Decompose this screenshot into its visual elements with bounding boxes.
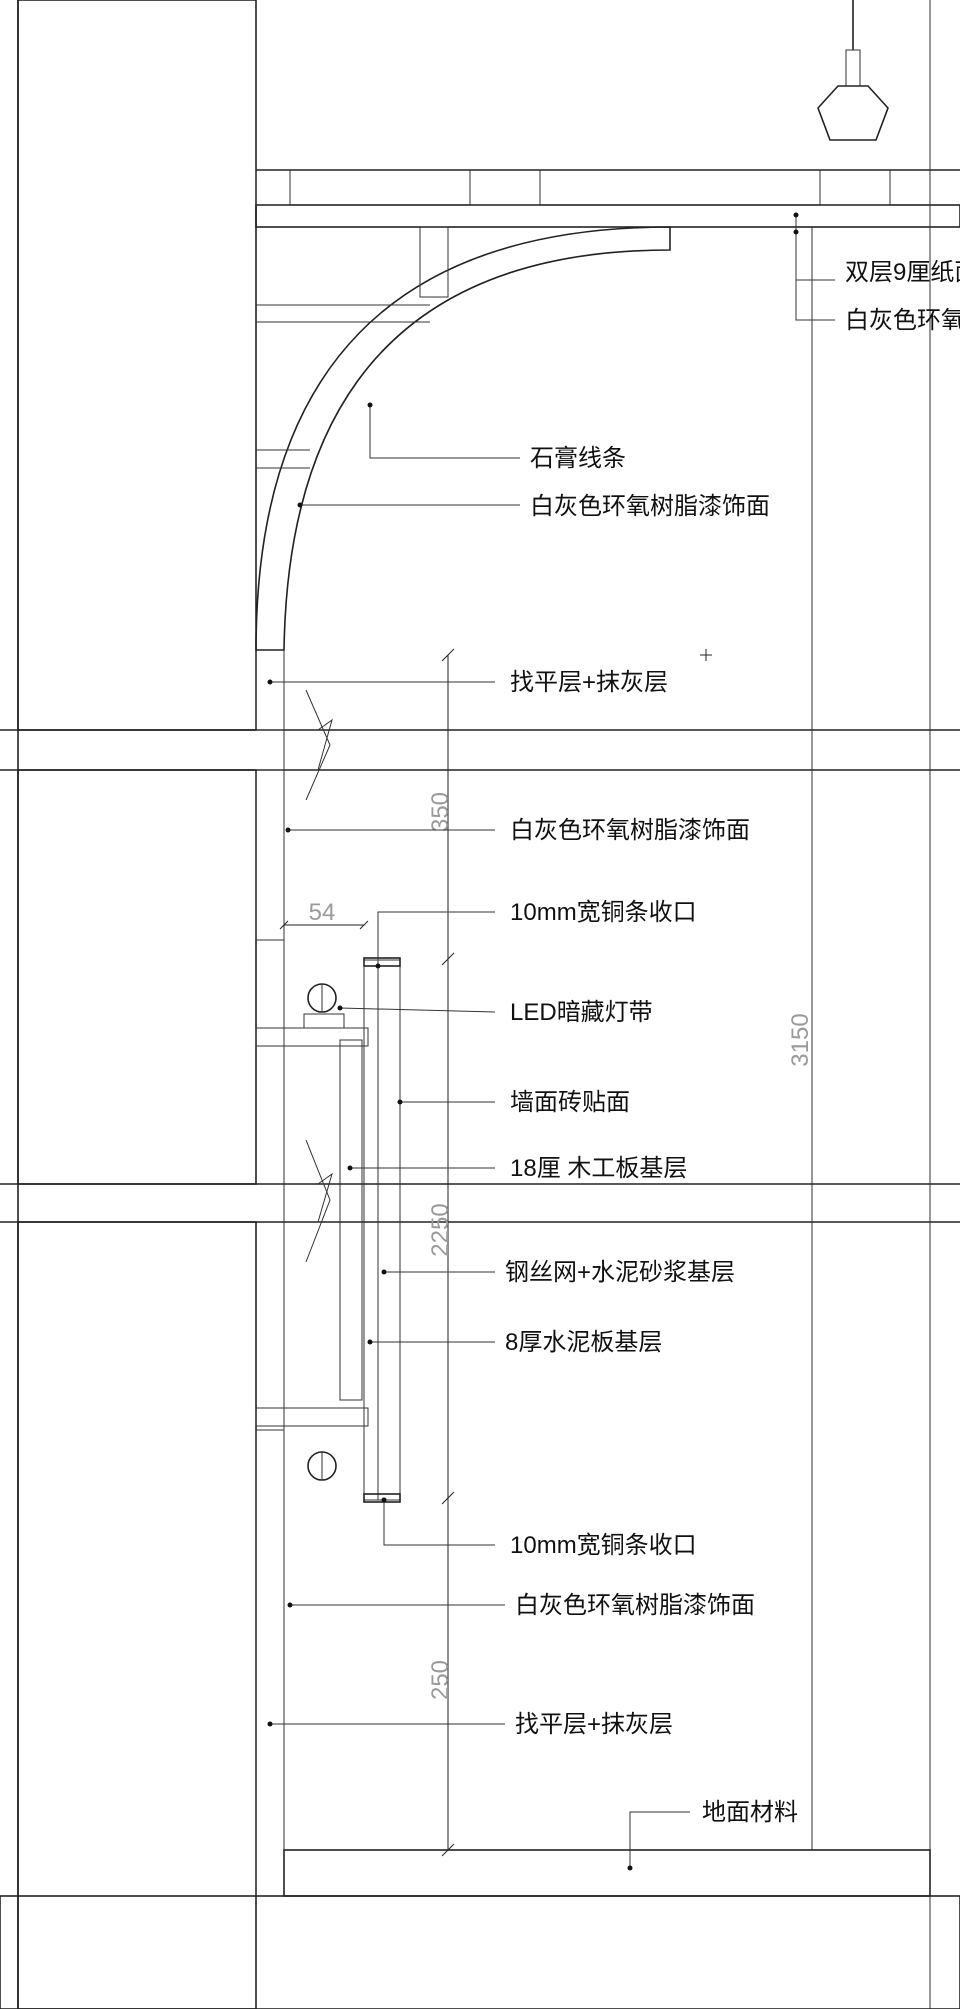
label-wood-base: 18厘 木工板基层 xyxy=(510,1155,687,1182)
label-ceiling-board: 双层9厘纸面 xyxy=(845,259,960,286)
dim-350: 350 xyxy=(427,792,454,832)
label-leveling-bottom: 找平层+抹灰层 xyxy=(515,1711,673,1738)
label-ceiling-paint: 白灰色环氧 xyxy=(845,307,960,334)
label-cement-board: 8厚水泥板基层 xyxy=(505,1329,662,1356)
plaster-layer xyxy=(255,649,285,1897)
ceiling xyxy=(255,0,960,2009)
dim-54: 54 xyxy=(309,899,336,926)
label-wall-paint-bottom: 白灰色环氧树脂漆饰面 xyxy=(515,1592,755,1619)
label-leveling-top: 找平层+抹灰层 xyxy=(510,669,668,696)
label-floor-material: 地面材料 xyxy=(702,1799,798,1826)
dim-250: 250 xyxy=(427,1660,454,1700)
dim-2250: 2250 xyxy=(427,1203,454,1256)
label-wall-paint-top: 白灰色环氧树脂漆饰面 xyxy=(510,817,750,844)
dimension-line xyxy=(279,648,712,1857)
leader-lines xyxy=(267,212,835,1871)
floor xyxy=(0,1849,960,2009)
concrete-wall xyxy=(17,0,257,2009)
label-gypsum-line: 石膏线条 xyxy=(530,445,626,472)
label-copper-strip-top: 10mm宽铜条收口 xyxy=(510,899,697,926)
wall-panel xyxy=(255,957,401,1503)
dim-3150: 3150 xyxy=(787,1013,814,1066)
gypsum-arc xyxy=(255,226,671,651)
break-bands xyxy=(0,689,960,1263)
label-copper-strip-bottom: 10mm宽铜条收口 xyxy=(510,1532,697,1559)
label-arc-paint: 白灰色环氧树脂漆饰面 xyxy=(530,493,770,520)
label-wall-tile: 墙面砖贴面 xyxy=(510,1089,630,1116)
label-mesh-mortar: 钢丝网+水泥砂浆基层 xyxy=(505,1259,735,1286)
label-led-strip: LED暗藏灯带 xyxy=(510,999,653,1026)
